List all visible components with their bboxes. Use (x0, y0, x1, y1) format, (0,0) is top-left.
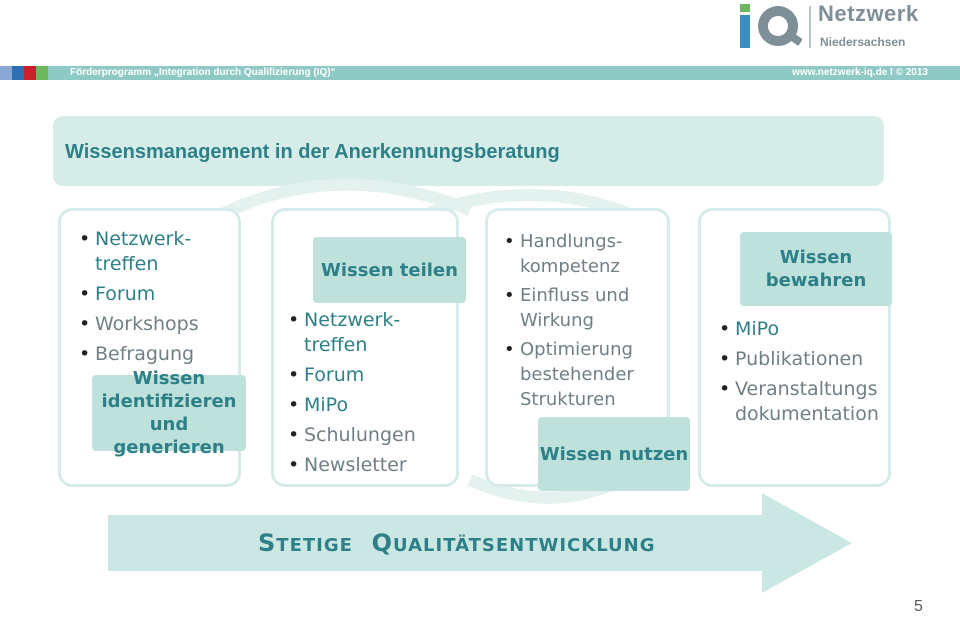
list-item: Workshops (79, 312, 239, 337)
panel-nutzen-list: Handlungs-kompetenz Einfluss und Wirkung… (504, 229, 670, 416)
panel-teilen-list: Netzwerk-treffen Forum MiPo Schulungen N… (288, 308, 456, 483)
header-square-blue (12, 66, 24, 80)
title-box: Wissensmanagement in der Anerkennungsber… (53, 116, 884, 186)
logo-brand-text: Netzwerk (818, 1, 919, 26)
arrow-label-q: Q (371, 529, 394, 557)
list-item: MiPo (719, 317, 891, 342)
header-square-green (36, 66, 48, 80)
label-wissen-teilen: Wissen teilen (313, 237, 466, 303)
list-item: Netzwerk-treffen (79, 227, 239, 277)
list-item: Schulungen (288, 423, 456, 448)
list-item: Befragung (79, 342, 239, 367)
logo-sub-text: Niedersachsen (820, 35, 906, 49)
list-item: Forum (288, 363, 456, 388)
arrow-label-s: S (258, 529, 277, 557)
arrow-label: STETIGE QUALITÄTSENTWICKLUNG (258, 529, 656, 557)
header-program-text: Förderprogramm „Integration durch Qualif… (70, 67, 336, 78)
label-wissen-bewahren: Wissen bewahren (740, 232, 892, 306)
list-item: MiPo (288, 393, 456, 418)
iq-netzwerk-logo: Netzwerk Niedersachsen (740, 1, 940, 52)
panel-bewahren-list: MiPo Publikationen Veranstaltungs dokume… (719, 317, 891, 432)
arrow-label-stetige: TETIGE (276, 535, 353, 556)
list-item: Netzwerk-treffen (288, 308, 456, 358)
header-square-light-blue (0, 66, 12, 80)
list-item: Optimierung bestehender Strukturen (504, 337, 670, 412)
label-wissen-identifizieren: Wissen identifizieren und generieren (92, 368, 246, 458)
header-square-red (24, 66, 36, 80)
header-website-text: www.netzwerk-iq.de I © 2013 (792, 67, 928, 78)
list-item: Handlungs-kompetenz (504, 229, 670, 279)
arrow-label-qualitaet: UALITÄTSENTWICKLUNG (393, 535, 656, 556)
list-item: Forum (79, 282, 239, 307)
label-wissen-nutzen: Wissen nutzen (538, 417, 690, 491)
panel-identifizieren: Netzwerk-treffen Forum Workshops Befragu… (58, 208, 241, 487)
list-item: Veranstaltungs dokumentation (719, 377, 891, 427)
list-item: Newsletter (288, 453, 456, 478)
header-bar: Förderprogramm „Integration durch Qualif… (0, 66, 960, 80)
panel-identifizieren-list: Netzwerk-treffen Forum Workshops Befragu… (79, 227, 239, 372)
logo-divider (809, 6, 811, 48)
list-item: Publikationen (719, 347, 891, 372)
progress-arrow (108, 493, 852, 593)
page-title: Wissensmanagement in der Anerkennungsber… (65, 141, 560, 163)
iq-logo-mark (740, 4, 802, 48)
page-number: 5 (914, 598, 923, 615)
list-item: Einfluss und Wirkung (504, 283, 670, 333)
